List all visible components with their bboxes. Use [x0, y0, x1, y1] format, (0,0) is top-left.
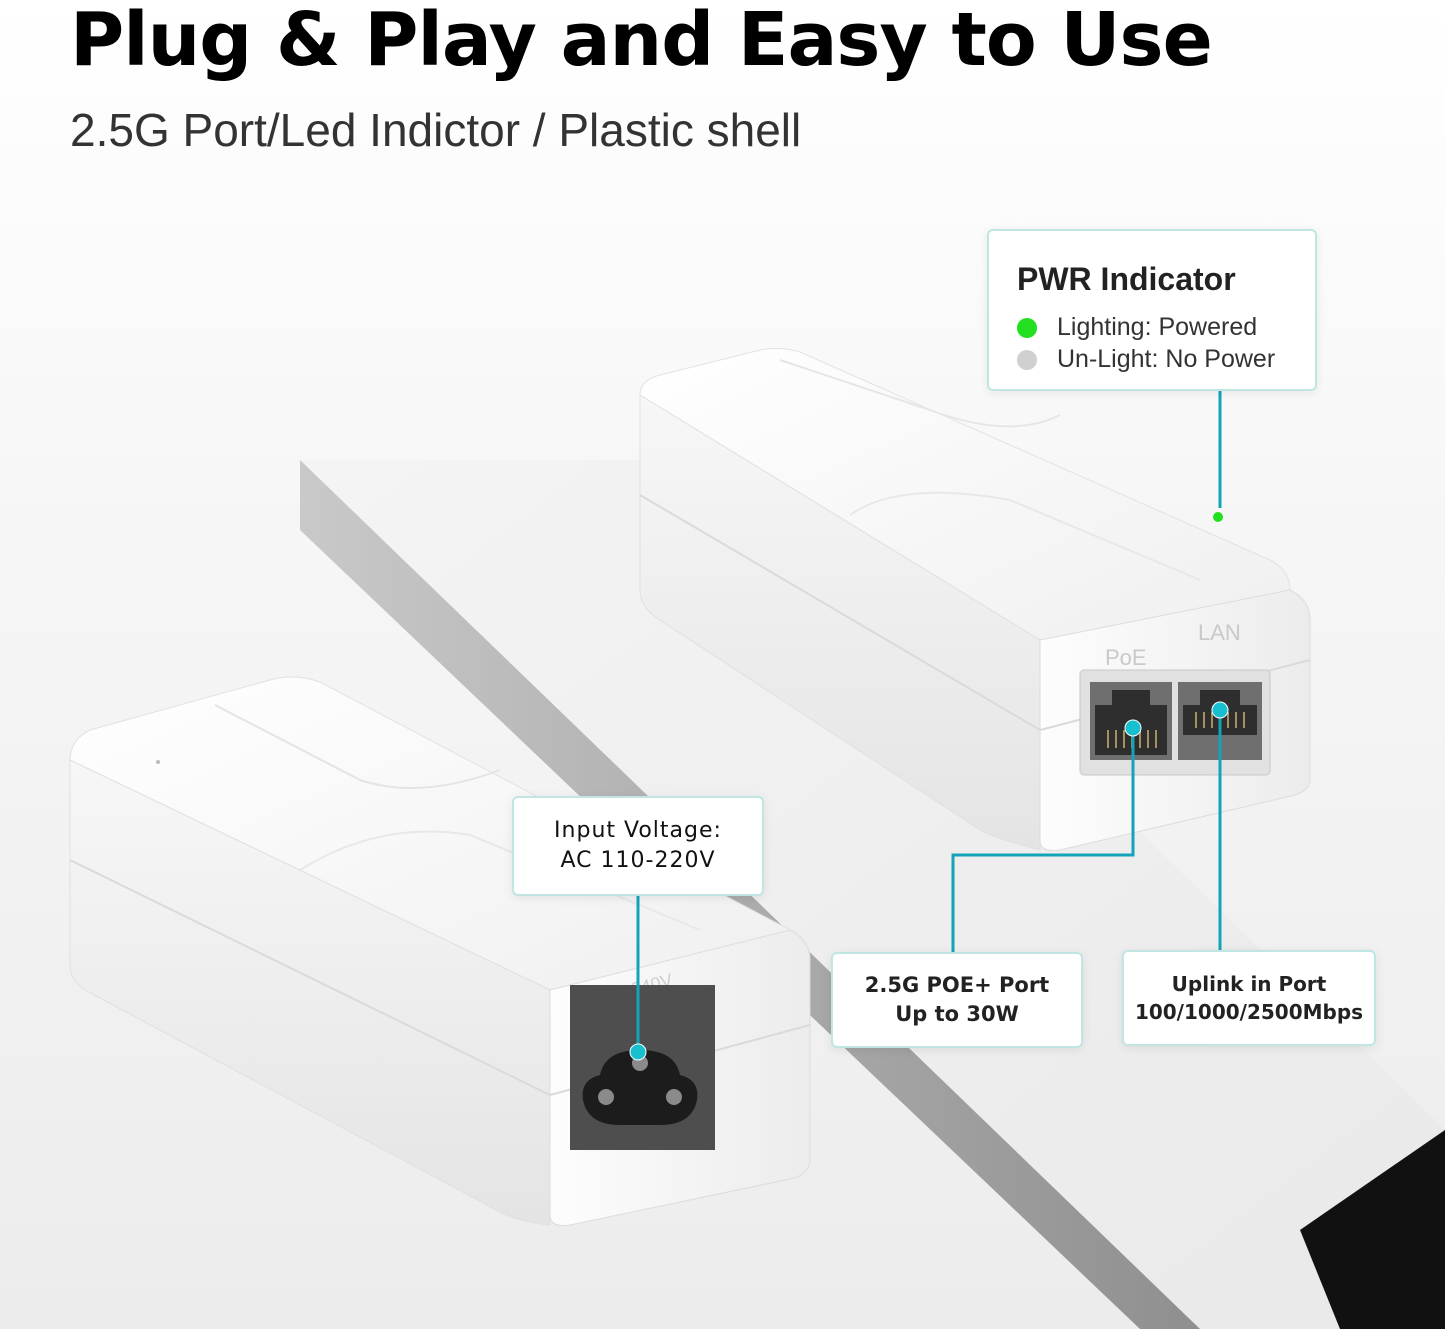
- input-voltage-title: Input Voltage:: [554, 818, 722, 843]
- poe-port-callout: 2.5G POE+ Port Up to 30W: [831, 952, 1083, 1048]
- pwr-indicator-callout: PWR Indicator Lighting: Powered Un-Light…: [987, 229, 1317, 391]
- no-power-legend-row: Un-Light: No Power: [1017, 345, 1275, 374]
- uplink-port-title: Uplink in Port: [1171, 972, 1327, 996]
- power-led-icon: [1213, 512, 1223, 522]
- gray-dot-icon: [1017, 349, 1037, 370]
- input-voltage-callout: Input Voltage: AC 110-220V: [512, 796, 764, 896]
- powered-legend-row: Lighting: Powered: [1017, 313, 1257, 342]
- poe-port-label: PoE: [1105, 645, 1147, 670]
- headline: Plug & Play and Easy to Use: [70, 0, 1213, 83]
- uplink-port-callout: Uplink in Port 100/1000/2500Mbps: [1122, 950, 1376, 1046]
- pwr-indicator-title: PWR Indicator: [1017, 261, 1236, 297]
- no-power-legend-label: Un-Light: No Power: [1057, 345, 1276, 373]
- uplink-port-speed: 100/1000/2500Mbps: [1134, 1000, 1364, 1024]
- poe-injector-right: PoE LAN: [639, 347, 1311, 851]
- callout-connectors: [636, 388, 1222, 1050]
- powered-legend-label: Lighting: Powered: [1057, 313, 1258, 341]
- input-voltage-value: AC 110-220V: [560, 848, 716, 873]
- poe-port-title: 2.5G POE+ Port: [864, 973, 1050, 997]
- ac-input-socket: [570, 985, 715, 1150]
- connector-endpoints: [629, 701, 1229, 1061]
- poe-port-power: Up to 30W: [895, 1002, 1019, 1026]
- green-dot-icon: [1017, 317, 1037, 338]
- lan-port-label: LAN: [1198, 620, 1241, 645]
- subheadline: 2.5G Port/Led Indictor / Plastic shell: [70, 104, 802, 156]
